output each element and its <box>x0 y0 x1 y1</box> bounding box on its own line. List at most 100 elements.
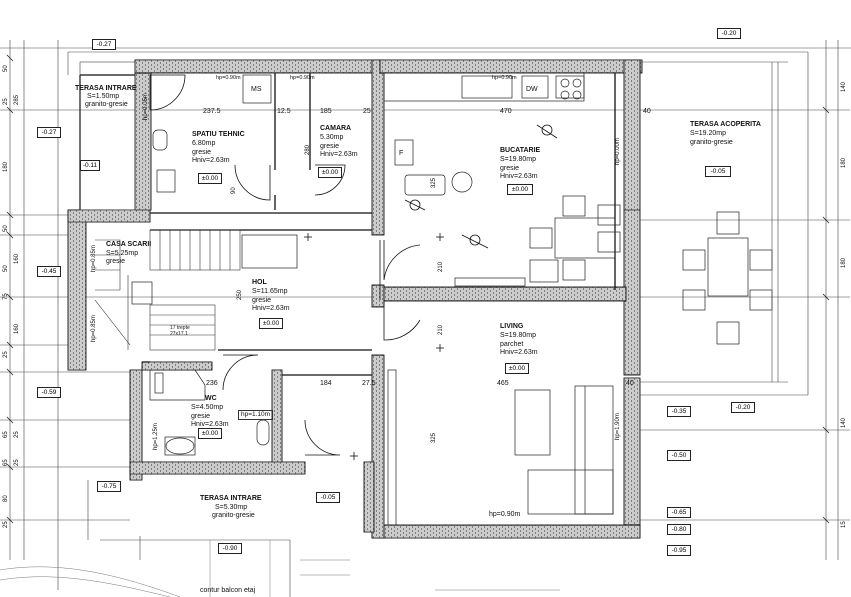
room-area: S=4.50mp <box>191 404 224 411</box>
height-note: hp=0.85m <box>91 245 97 272</box>
dimension-label: 325 <box>431 177 437 188</box>
ruler-label: 50 <box>3 65 9 72</box>
room-hniv: Hniv=2.63m <box>320 151 358 158</box>
dimension-label: 465 <box>497 380 509 387</box>
room-hniv: Hniv=2.63m <box>252 305 290 312</box>
dimension-label: 40 <box>626 380 634 387</box>
equipment-label: MS <box>251 86 262 93</box>
level-tag: ±0.00 <box>259 318 283 329</box>
room-area: S=5.30mp <box>215 504 248 511</box>
level-tag: -0.05 <box>705 166 731 177</box>
ruler-label: 25 <box>3 521 9 528</box>
ruler-label: 140 <box>841 81 847 92</box>
stair-note: 27x17.1 <box>170 331 188 337</box>
dimension-label: 12.5 <box>277 108 291 115</box>
level-tag: -0.80 <box>667 524 691 535</box>
ruler-label: 285 <box>14 94 20 105</box>
tech-fixtures <box>131 74 298 305</box>
room-finish: gresie <box>320 143 340 150</box>
height-note: hp=1.90m <box>615 413 621 440</box>
level-tag: -0.27 <box>37 127 61 138</box>
room-hniv: Hniv=2.63m <box>500 349 538 356</box>
dimension-label: 90 <box>231 187 237 194</box>
walls <box>67 59 643 539</box>
equipment-label: F <box>399 150 404 157</box>
dimension-label: 470 <box>500 108 512 115</box>
staircase <box>94 229 241 351</box>
room-area: S=1.50mp <box>87 93 120 100</box>
level-tag: -0.27 <box>92 39 116 50</box>
doors <box>149 74 421 456</box>
people <box>404 124 558 249</box>
room-area: S=19.80mp <box>500 332 536 339</box>
room-finish: gresie <box>191 413 211 420</box>
height-note: hp=1.10m <box>238 410 274 420</box>
level-tag: ±0.00 <box>505 363 529 374</box>
ruler-label: 65 <box>3 459 9 466</box>
terrace-outline <box>79 61 788 383</box>
dimension-label: 236 <box>206 380 218 387</box>
room-finish: gresie <box>192 149 212 156</box>
dimension-label: 185 <box>320 108 332 115</box>
dimension-label: 250 <box>237 289 243 300</box>
room-name: HOL <box>252 279 267 286</box>
room-hniv: Hniv=2.63m <box>500 173 538 180</box>
ruler-label: 65 <box>3 431 9 438</box>
level-tag: -0.20 <box>717 28 741 39</box>
height-note: hp=1.25m <box>153 423 159 450</box>
room-finish: parchet <box>500 341 524 348</box>
room-name: CAMARA <box>320 125 352 132</box>
dimension-label: 27.5 <box>362 380 376 387</box>
dimension-label: 210 <box>438 324 444 335</box>
height-note: hp=0.05m <box>143 93 149 120</box>
ruler-label: 160 <box>14 323 20 334</box>
room-area: S=19.20mp <box>690 130 726 137</box>
level-tag: ±0.00 <box>507 184 533 195</box>
axis-markers <box>304 233 444 460</box>
ruler-label: 25 <box>3 98 9 105</box>
dimension-label: 25 <box>363 108 371 115</box>
stair-note: 17 trepte <box>170 325 190 331</box>
room-area: 5.30mp <box>320 134 344 141</box>
caption: contur balcon etaj <box>200 587 256 594</box>
height-note: hp=0.00m <box>615 138 621 165</box>
ruler-label: 180 <box>841 257 847 268</box>
living-furniture <box>387 369 614 526</box>
room-finish: granito-gresie <box>690 139 733 146</box>
room-finish: gresie <box>252 297 272 304</box>
room-name: CASA SCARII <box>106 241 152 248</box>
dimension-label: 184 <box>320 380 332 387</box>
room-finish: gresie <box>500 165 520 172</box>
level-tag: ±0.00 <box>318 167 342 178</box>
ruler-label: 75 <box>3 293 9 300</box>
height-note: hp=0.90m <box>489 511 521 518</box>
ruler-label: 180 <box>841 157 847 168</box>
partitions <box>79 73 616 376</box>
level-tag: -0.90 <box>218 543 242 554</box>
wc-fixtures <box>149 369 270 456</box>
room-area: S=19.80mp <box>500 156 536 163</box>
ruler-label: 50 <box>3 265 9 272</box>
height-note: hp=0.90m <box>216 75 241 81</box>
dimension-label: 280 <box>305 144 311 155</box>
ruler-label: 25 <box>14 431 20 438</box>
dimension-label: 210 <box>438 261 444 272</box>
level-tag: -0.11 <box>80 160 100 171</box>
level-tag: -0.59 <box>37 387 61 398</box>
ruler-label: 80 <box>3 495 9 502</box>
room-area: S=11.65mp <box>252 288 288 295</box>
room-finish: granito-gresie <box>212 512 255 519</box>
ruler-label: 160 <box>14 253 20 264</box>
room-area: S=5.25mp <box>106 250 139 257</box>
height-note: hp=0.90m <box>492 75 517 81</box>
ruler-ticks <box>6 54 830 524</box>
ruler-label: 25 <box>3 351 9 358</box>
level-tag: -0.95 <box>667 545 691 556</box>
room-name: TERASA INTRARE <box>200 495 262 502</box>
kitchen-counter <box>383 72 585 196</box>
ruler-label: 140 <box>841 417 847 428</box>
room-name: LIVING <box>500 323 524 330</box>
room-hniv: Hniv=2.63m <box>191 421 229 428</box>
